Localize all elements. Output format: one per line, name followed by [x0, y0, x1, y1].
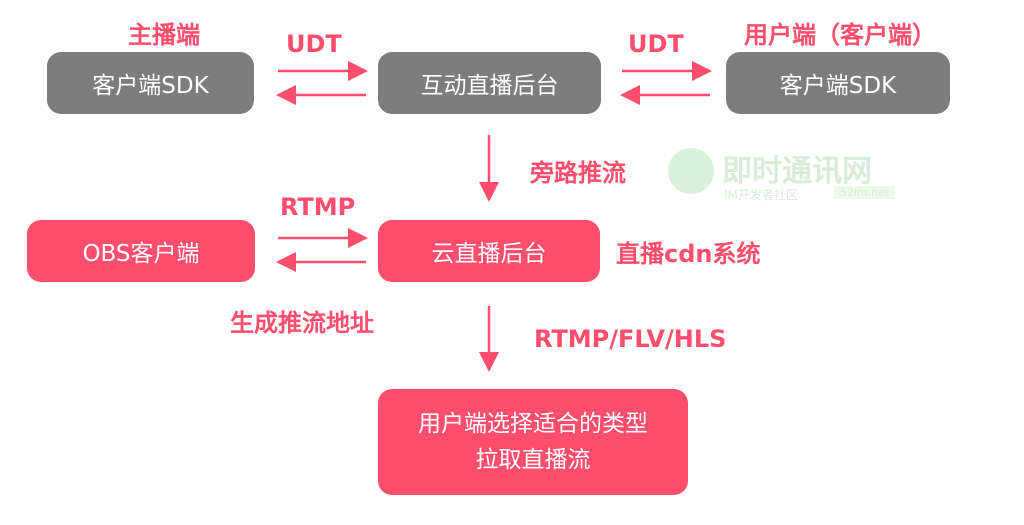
user-select-line-1: 用户端选择适合的类型	[418, 411, 648, 437]
udt-right-label: UDT	[628, 30, 684, 58]
broadcaster-label: 主播端	[128, 21, 200, 49]
obs-client-box: OBS客户端	[27, 220, 255, 282]
interactive-backend-box: 互动直播后台	[378, 52, 601, 114]
protocols-label: RTMP/FLV/HLS	[534, 325, 727, 353]
cdn-system-label: 直播cdn系统	[616, 240, 761, 268]
bypass-push-label: 旁路推流	[530, 159, 626, 187]
watermark: 即时通讯网 IM开发者社区 52im.net	[668, 146, 928, 206]
user-select-box: 用户端选择适合的类型 拉取直播流	[378, 389, 688, 495]
cloud-backend-box: 云直播后台	[378, 220, 600, 282]
client-sdk-right-box: 客户端SDK	[726, 52, 950, 114]
gen-push-url-label: 生成推流地址	[230, 309, 374, 337]
rtmp-label: RTMP	[280, 193, 356, 221]
watermark-logo-text: 即时通讯网	[722, 154, 872, 189]
client-sdk-left-box: 客户端SDK	[47, 52, 254, 114]
user-select-line-2: 拉取直播流	[475, 447, 591, 473]
watermark-badge: 52im.net	[834, 186, 896, 199]
viewer-label: 用户端（客户端）	[744, 21, 936, 49]
watermark-sub-text: IM开发者社区	[724, 188, 798, 202]
im-logo-icon	[668, 148, 714, 194]
udt-left-label: UDT	[286, 30, 342, 58]
